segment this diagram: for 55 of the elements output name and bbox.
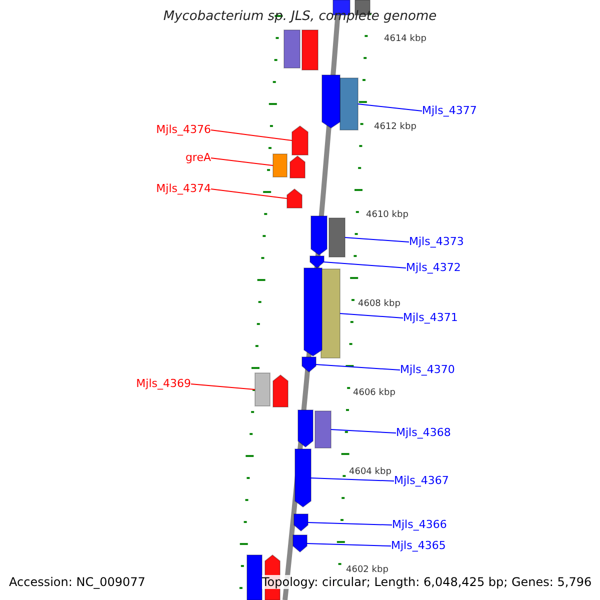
- leader-line: [306, 543, 392, 546]
- gene-marker: [322, 74, 340, 129]
- gene-marker: [292, 125, 308, 156]
- gene-marker: [254, 372, 270, 406]
- gene-label: Mjls_4369: [136, 377, 191, 391]
- leader-line: [310, 478, 394, 482]
- gene-label: Mjls_4366: [392, 518, 447, 532]
- topology-text: Topology: circular; Length: 6,048,425 bp; Genes: 5,796: [262, 575, 592, 589]
- gene-label: Mjls_4372: [406, 261, 461, 275]
- gene-marker: [246, 554, 262, 600]
- gene-marker: [272, 154, 288, 178]
- accession-text: Accession: NC_009077: [9, 575, 146, 589]
- gene-marker: [328, 218, 346, 258]
- gene-marker: [340, 78, 358, 130]
- leader-line: [324, 262, 406, 268]
- gene-marker: [314, 410, 332, 448]
- scale-label: 4610 kbp: [366, 209, 408, 222]
- gene-marker: [302, 30, 318, 70]
- gene-marker: [294, 514, 308, 532]
- scale-label: 4602 kbp: [346, 564, 388, 576]
- leader-line: [358, 104, 422, 112]
- title: Mycobacterium sp. JLS, complete genome: [162, 10, 438, 24]
- scale-label: 4604 kbp: [349, 466, 392, 479]
- gene-marker: [298, 410, 314, 448]
- gene-label: Mjls_4377: [422, 104, 477, 118]
- leader-line: [340, 313, 404, 318]
- leader-line: [210, 188, 288, 199]
- gene-marker: [284, 30, 300, 68]
- leader-line: [308, 522, 392, 526]
- gene-marker: [272, 374, 288, 408]
- leader-line: [210, 130, 292, 141]
- leader-line: [344, 237, 410, 242]
- scale-label: 4614 kbp: [384, 33, 426, 46]
- gene-label: Mjls_4365: [391, 539, 446, 553]
- gene-label: Mjls_4367: [394, 474, 449, 488]
- scale-label: 4608 kbp: [358, 298, 400, 311]
- leader-line: [210, 158, 274, 166]
- gene-label: Mjls_4368: [396, 426, 451, 440]
- scale-label: 4612 kbp: [374, 121, 416, 134]
- gene-marker: [302, 356, 316, 373]
- gene-marker: [286, 188, 302, 208]
- scale-label: 4606 kbp: [353, 387, 396, 400]
- gene-marker: [320, 268, 340, 358]
- gene-label: Mjls_4373: [409, 235, 464, 249]
- gene-marker: [292, 534, 308, 553]
- gene-label: Mjls_4370: [400, 363, 455, 377]
- gene-marker: [290, 155, 306, 178]
- gene-label: Mjls_4371: [403, 311, 458, 325]
- gene-label: Mjls_4376: [156, 123, 211, 137]
- gene-label: Mjls_4374: [156, 182, 211, 196]
- leader-line: [330, 429, 396, 434]
- leader-line: [316, 364, 400, 370]
- gene-label: greA: [185, 151, 211, 165]
- gene-marker: [294, 448, 312, 508]
- leader-line: [190, 384, 256, 390]
